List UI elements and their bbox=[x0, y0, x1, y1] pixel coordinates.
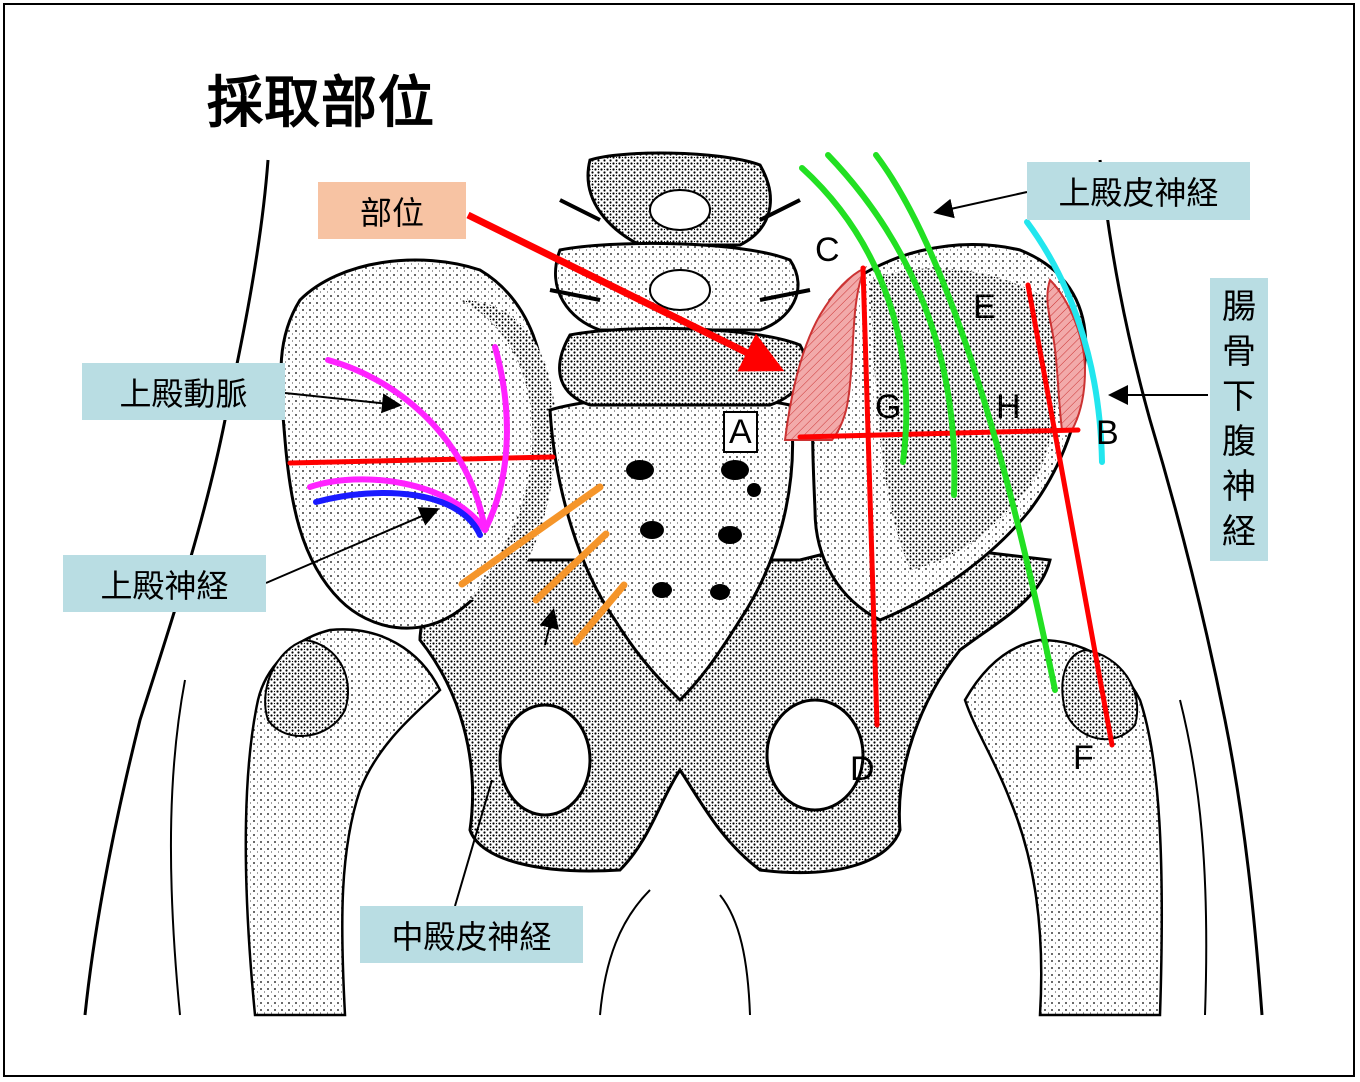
point-a-label: A bbox=[723, 411, 758, 453]
point-c-label: C bbox=[815, 233, 840, 267]
vertical-char: 腸 bbox=[1222, 290, 1256, 324]
point-b-label: B bbox=[1096, 416, 1119, 450]
vertical-char: 腹 bbox=[1222, 425, 1256, 459]
vertical-char: 経 bbox=[1222, 515, 1256, 549]
point-f-label: F bbox=[1073, 741, 1094, 775]
vertical-char: 下 bbox=[1222, 380, 1256, 414]
superior-gluteal-nerve-label: 上殿神経 bbox=[63, 555, 266, 612]
iliohypogastric-nerve-label: 腸 骨 下 腹 神 経 bbox=[1210, 278, 1268, 561]
right-femur bbox=[965, 640, 1162, 1015]
superior-gluteal-artery-label: 上殿動脈 bbox=[82, 363, 285, 420]
superior-cluneal-nerve-label: 上殿皮神経 bbox=[1027, 162, 1250, 220]
point-g-label: G bbox=[875, 390, 901, 424]
point-e-label: E bbox=[973, 290, 996, 324]
site-label: 部位 bbox=[318, 182, 466, 239]
vertical-char: 神 bbox=[1222, 470, 1256, 504]
right-obturator-foramen bbox=[767, 700, 863, 810]
point-h-label: H bbox=[996, 390, 1021, 424]
point-d-label: D bbox=[850, 752, 875, 786]
middle-cluneal-nerve-label: 中殿皮神経 bbox=[360, 906, 583, 963]
left-obturator-foramen bbox=[500, 705, 590, 815]
vertical-char: 骨 bbox=[1222, 335, 1256, 369]
